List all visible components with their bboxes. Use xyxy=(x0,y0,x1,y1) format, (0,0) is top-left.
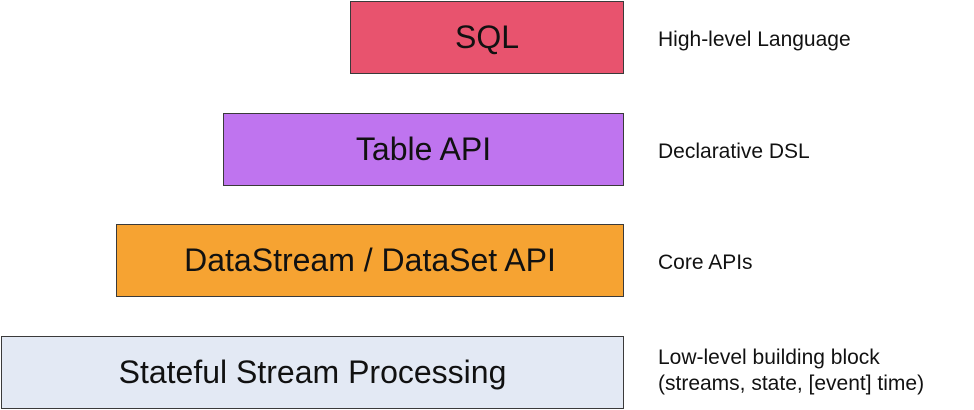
layer-table-api-description-line: Declarative DSL xyxy=(658,140,810,163)
layer-table-api-label: Table API xyxy=(355,131,492,167)
layer-table-api-box: Table API xyxy=(223,113,624,186)
layer-sql-description-line: High-level Language xyxy=(658,28,851,51)
layer-stateful-description-line-2: (streams, state, [event] time) xyxy=(658,372,925,395)
layer-stateful-stream-processing-box: Stateful Stream Processing xyxy=(1,336,624,409)
layer-table-api-description: Declarative DSL xyxy=(658,139,810,165)
layer-sql-label: SQL xyxy=(454,19,520,55)
layer-datastream-api-box: DataStream / DataSet API xyxy=(116,224,624,297)
layer-sql-box: SQL xyxy=(350,1,624,74)
layer-stateful-stream-processing-description: Low-level building block (streams, state… xyxy=(658,345,924,397)
layer-sql-description: High-level Language xyxy=(658,27,851,53)
layer-stateful-stream-processing-label: Stateful Stream Processing xyxy=(118,354,507,390)
layer-datastream-api-description-line: Core APIs xyxy=(658,251,753,274)
layer-stateful-description-line-1: Low-level building block xyxy=(658,346,880,369)
layer-datastream-api-description: Core APIs xyxy=(658,250,753,276)
layer-datastream-api-label: DataStream / DataSet API xyxy=(184,242,556,278)
